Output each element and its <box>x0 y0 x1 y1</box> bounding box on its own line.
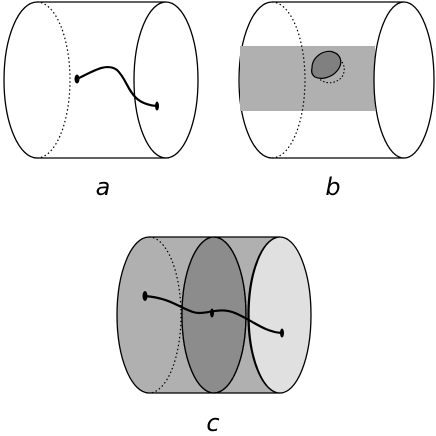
cylinder-b-left-arc <box>238 1 273 159</box>
cylinder-a-left-arc <box>3 1 38 159</box>
cylinder-a-hidden-arc <box>36 1 71 159</box>
panel-b: b <box>238 1 435 201</box>
panel-b-label: b <box>325 173 340 201</box>
disk-b-shadow <box>315 61 345 84</box>
panel-c: c <box>116 236 312 436</box>
panel-a-label: a <box>96 173 111 201</box>
disk-b-face <box>311 50 342 79</box>
curve-a <box>76 65 158 108</box>
panel-c-label: c <box>206 409 219 436</box>
cylinder-a-right-face <box>133 1 199 159</box>
disk-b <box>311 50 345 84</box>
cylinder-b <box>238 1 435 159</box>
shaded-band <box>240 46 375 111</box>
cross-section-hidden-arc <box>213 236 247 394</box>
cylinder-c-left-hidden-arc <box>148 236 182 394</box>
crossing-point-c <box>210 308 214 318</box>
endpoint-c-right <box>280 328 284 338</box>
cylinder-c-right-face <box>248 236 312 394</box>
cylinder-b-right-face <box>373 1 435 159</box>
endpoint-a-right <box>155 101 159 111</box>
panel-a: a <box>3 1 199 201</box>
cylinder-a <box>3 1 199 159</box>
endpoint-c-left <box>142 291 148 301</box>
endpoint-a-left <box>74 74 80 84</box>
